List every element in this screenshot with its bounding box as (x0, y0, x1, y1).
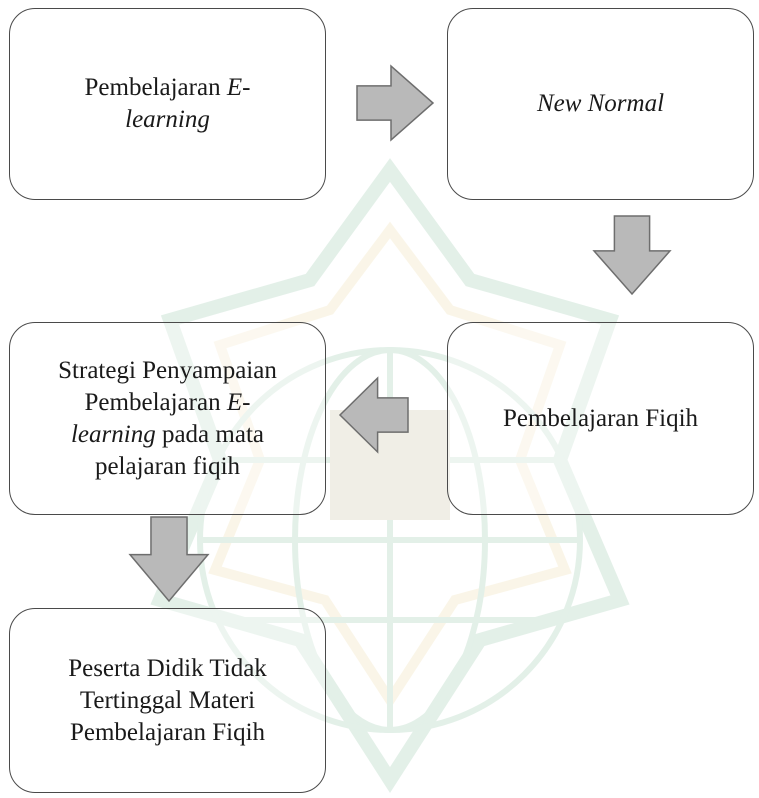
watermark-globe-meridian (292, 347, 488, 733)
node-strategi-penyampaian: Strategi Penyampaian Pembelajaran E- lea… (9, 322, 326, 515)
node-pembelajaran-fiqih: Pembelajaran Fiqih (447, 322, 754, 515)
arrow-down-2-shape (128, 516, 210, 603)
arrow-down-1-shape (592, 215, 672, 296)
arrow-down-1 (592, 215, 672, 296)
node-peserta-didik: Peserta Didik Tidak Tertinggal Materi Pe… (9, 608, 326, 793)
arrow-down-2 (128, 516, 210, 603)
arrow-left (338, 376, 409, 454)
arrow-left-shape (338, 376, 409, 454)
arrow-right (356, 64, 435, 142)
arrow-right-shape (356, 64, 435, 142)
node-pembelajaran-e-learning: Pembelajaran E- learning (9, 8, 326, 200)
watermark-star-outline (150, 158, 630, 793)
watermark-star-inner (208, 221, 572, 710)
node-new-normal: New Normal (447, 8, 754, 200)
watermark-globe (197, 347, 583, 733)
